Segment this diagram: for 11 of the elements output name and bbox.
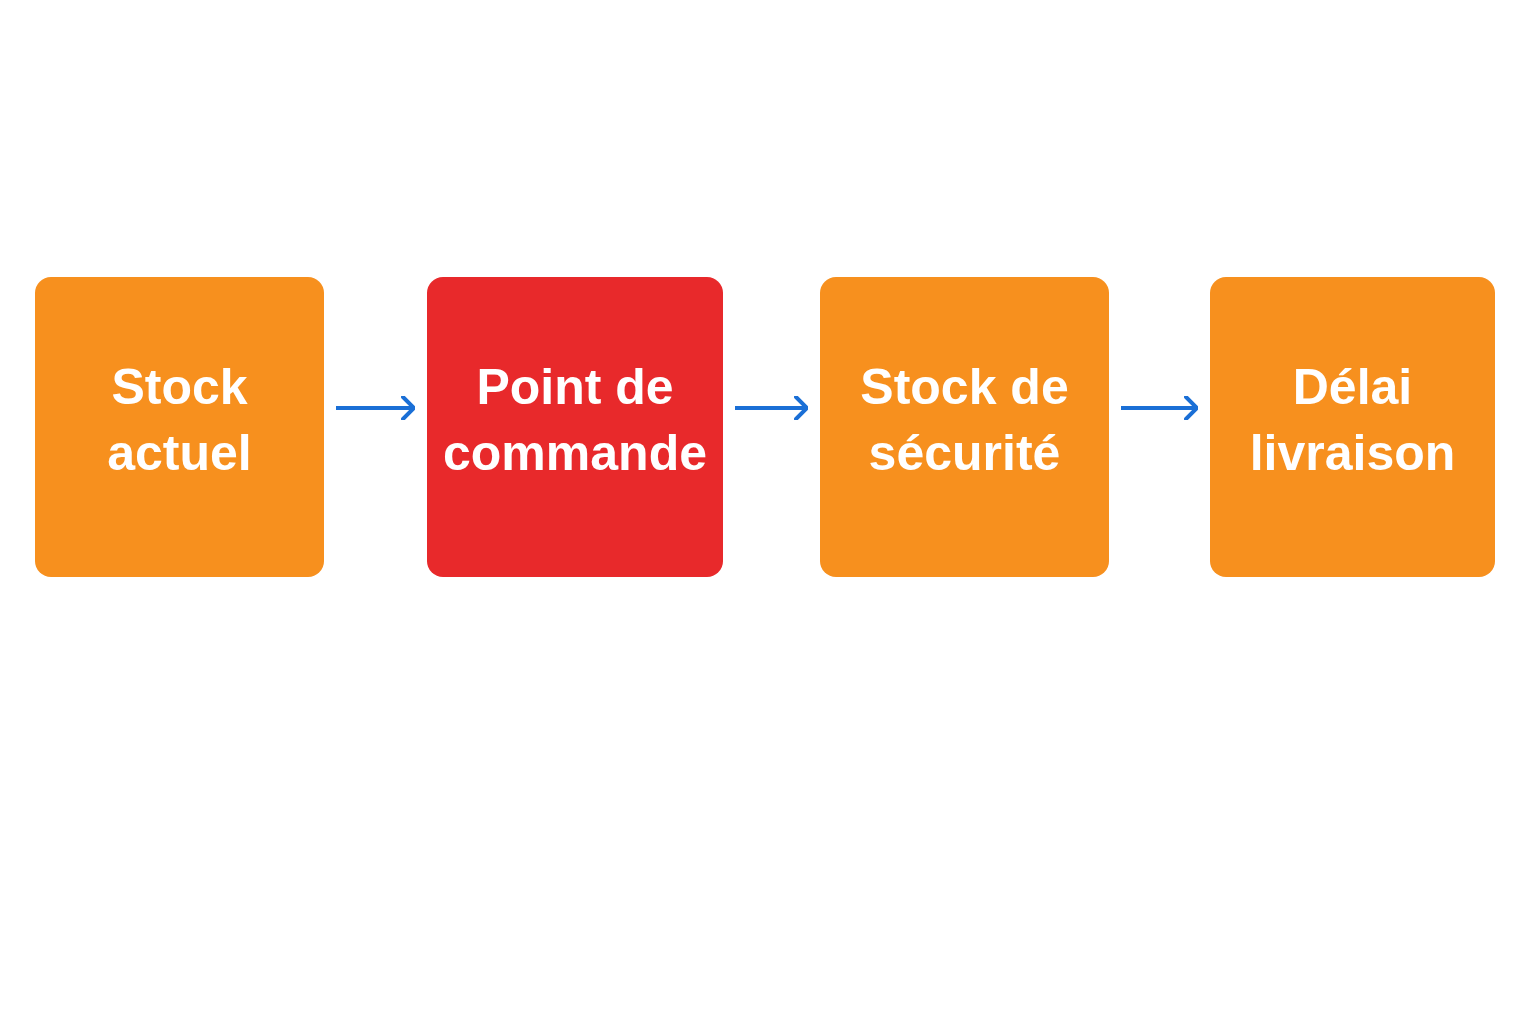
process-box [35, 277, 324, 577]
box-label: Stock actuel [106, 358, 253, 483]
box-label: Point de commande [442, 358, 708, 483]
box-label: Stock de sécurité [859, 358, 1070, 483]
box-label: Délai livraison [1248, 358, 1457, 483]
process-box [1210, 277, 1495, 577]
process-box [427, 277, 723, 577]
process-box [820, 277, 1109, 577]
arrow [735, 395, 809, 421]
arrow [336, 395, 416, 421]
arrow [1121, 395, 1199, 421]
